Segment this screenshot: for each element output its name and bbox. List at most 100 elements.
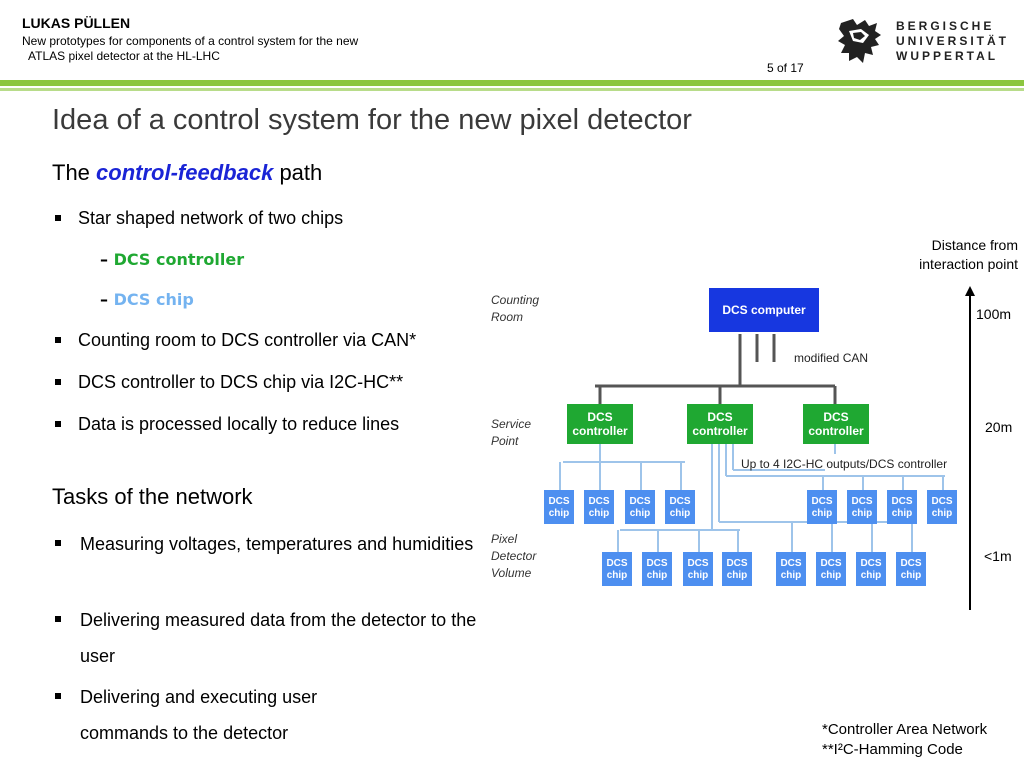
dcs-controller-label-2: controller — [808, 424, 864, 438]
dcs-computer-label: DCS computer — [722, 303, 806, 317]
subhead-prefix: The — [52, 160, 90, 185]
bullet-item: Data is processed locally to reduce line… — [55, 414, 399, 435]
bullet-text: Counting room to DCS controller via CAN* — [78, 330, 417, 350]
can-bus-label: modified CAN — [794, 351, 868, 365]
bullet-item: Counting room to DCS controller via CAN* — [55, 330, 416, 351]
section-subhead: The control-feedback path — [52, 160, 322, 186]
dcs-chip-label-1: DCS — [811, 496, 832, 507]
university-lion-logo-icon — [838, 19, 881, 63]
distance-axis-title: Distance from interaction point — [880, 236, 1018, 274]
dcs-chip-label-2: chip — [607, 570, 628, 581]
university-line-1: BERGISCHE — [896, 19, 995, 33]
tasks-heading: Tasks of the network — [52, 484, 253, 509]
footnote-can: *Controller Area Network — [822, 721, 988, 738]
dcs-chip-label-2: chip — [781, 570, 802, 581]
dcs-chip-label-1: DCS — [931, 496, 952, 507]
zone-service-point-label: Service — [491, 417, 531, 431]
dcs-chip-label-2: chip — [589, 508, 610, 519]
dcs-chip-label-1: DCS — [548, 496, 569, 507]
bullet-item: DCS controller to DCS chip via I2C-HC** — [55, 372, 403, 393]
dcs-chip-label-2: chip — [812, 508, 833, 519]
dcs-chip-box — [807, 490, 837, 524]
task-item: Measuring voltages, temperatures and hum… — [80, 534, 474, 554]
dcs-chip-label-1: DCS — [891, 496, 912, 507]
dcs-chip-box — [602, 552, 632, 586]
dcs-chip-label-2: chip — [670, 508, 691, 519]
zone-labels: Counting Room Service Point Pixel Detect… — [491, 293, 539, 580]
distance-label-100m: 100m — [976, 306, 1012, 322]
dcs-chip-box — [816, 552, 846, 586]
dcs-chip-label-2: chip — [549, 508, 570, 519]
dcs-chip-label-1: DCS — [606, 558, 627, 569]
dcs-chip-label-1: DCS — [687, 558, 708, 569]
sub-bullet-item: – DCS chip — [100, 290, 194, 309]
axis-title-line-1: Distance from — [931, 237, 1018, 253]
dcs-chip-label-2: chip — [932, 508, 953, 519]
dcs-chip-label-2: chip — [861, 570, 882, 581]
task-item: Delivering measured data from the detect… — [80, 610, 477, 666]
dcs-chip-label-1: DCS — [860, 558, 881, 569]
task-item: Delivering and executing user commands t… — [80, 687, 318, 743]
bullet-text: Star shaped network of two chips — [78, 208, 344, 228]
subhead-suffix: path — [279, 160, 323, 185]
dcs-computer-box — [709, 288, 819, 332]
university-line-2: UNIVERSITÄT — [896, 34, 1010, 48]
distance-arrow-icon — [965, 286, 975, 610]
header-divider-thin — [0, 88, 1024, 91]
bullet-square-icon — [55, 693, 61, 699]
diagram-nodes: DCS computerDCScontrollerDCScontrollerDC… — [544, 288, 957, 586]
dcs-chip-box — [625, 490, 655, 524]
dcs-chip-label-2: chip — [727, 570, 748, 581]
dcs-controller-label-2: controller — [572, 424, 628, 438]
sub-bullet-text: DCS controller — [113, 250, 245, 269]
subtitle-line-2: ATLAS pixel detector at the HL-LHC — [28, 49, 220, 63]
sub-bullet-item: – DCS controller — [100, 250, 244, 269]
zone-counting-room-label: Counting — [491, 293, 539, 307]
dcs-chip-label-1: DCS — [669, 496, 690, 507]
page-number: 5 of 17 — [767, 61, 804, 75]
zone-pixel-label-3: Volume — [491, 566, 532, 580]
network-diagram: DCS computerDCScontrollerDCScontrollerDC… — [491, 288, 957, 586]
bullet-square-icon — [55, 337, 61, 343]
dcs-chip-box — [887, 490, 917, 524]
footnotes: *Controller Area Network **I²C-Hamming C… — [822, 720, 987, 760]
dcs-chip-box — [847, 490, 877, 524]
slide-title: Idea of a control system for the new pix… — [52, 104, 692, 136]
dcs-controller-label-2: controller — [692, 424, 748, 438]
dcs-chip-box — [683, 552, 713, 586]
bullet-text: Data is processed locally to reduce line… — [78, 414, 400, 434]
subtitle-line-1: New prototypes for components of a contr… — [22, 34, 359, 48]
dcs-chip-label-1: DCS — [629, 496, 650, 507]
presentation-subtitle: New prototypes for components of a contr… — [22, 34, 402, 64]
header-divider — [0, 80, 1024, 86]
university-line-3: WUPPERTAL — [896, 49, 999, 63]
bullet-text: DCS controller to DCS chip via I2C-HC** — [78, 372, 404, 392]
dcs-chip-label-2: chip — [821, 570, 842, 581]
dcs-controller-label-1: DCS — [707, 410, 732, 424]
dcs-chip-label-2: chip — [901, 570, 922, 581]
distance-label-1m: <1m — [984, 548, 1012, 564]
zone-pixel-label-2: Detector — [491, 549, 537, 563]
dcs-chip-label-1: DCS — [900, 558, 921, 569]
connection-lines — [559, 334, 945, 552]
dcs-chip-box — [584, 490, 614, 524]
dcs-controller-label-1: DCS — [823, 410, 848, 424]
bullet-square-icon — [55, 616, 61, 622]
subhead-emphasis: control-feedback — [96, 160, 274, 185]
dcs-chip-label-1: DCS — [646, 558, 667, 569]
distance-label-20m: 20m — [985, 419, 1013, 435]
dcs-chip-box — [722, 552, 752, 586]
dcs-chip-label-1: DCS — [726, 558, 747, 569]
university-name: BERGISCHE UNIVERSITÄT WUPPERTAL — [896, 19, 1009, 64]
dcs-controller-box — [567, 404, 633, 444]
dash-icon: – — [100, 290, 114, 309]
